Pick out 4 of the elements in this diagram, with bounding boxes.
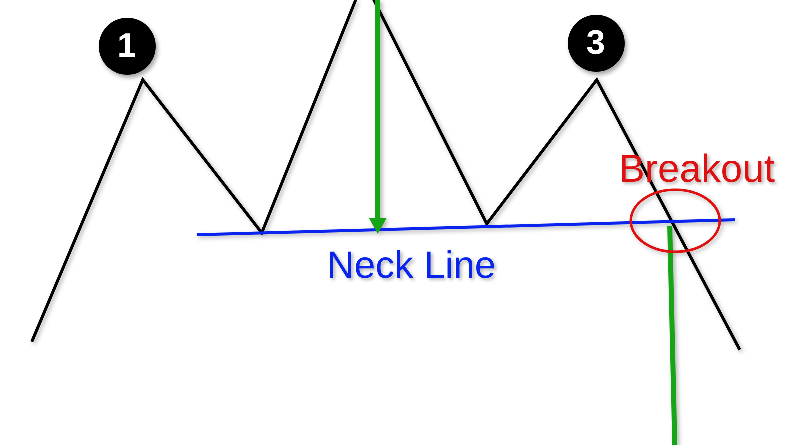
- number-marker: 3: [568, 14, 624, 72]
- number-marker: 1: [98, 18, 156, 74]
- neckline-label: Neck Line: [327, 247, 496, 285]
- breakout-ellipse: [630, 188, 722, 254]
